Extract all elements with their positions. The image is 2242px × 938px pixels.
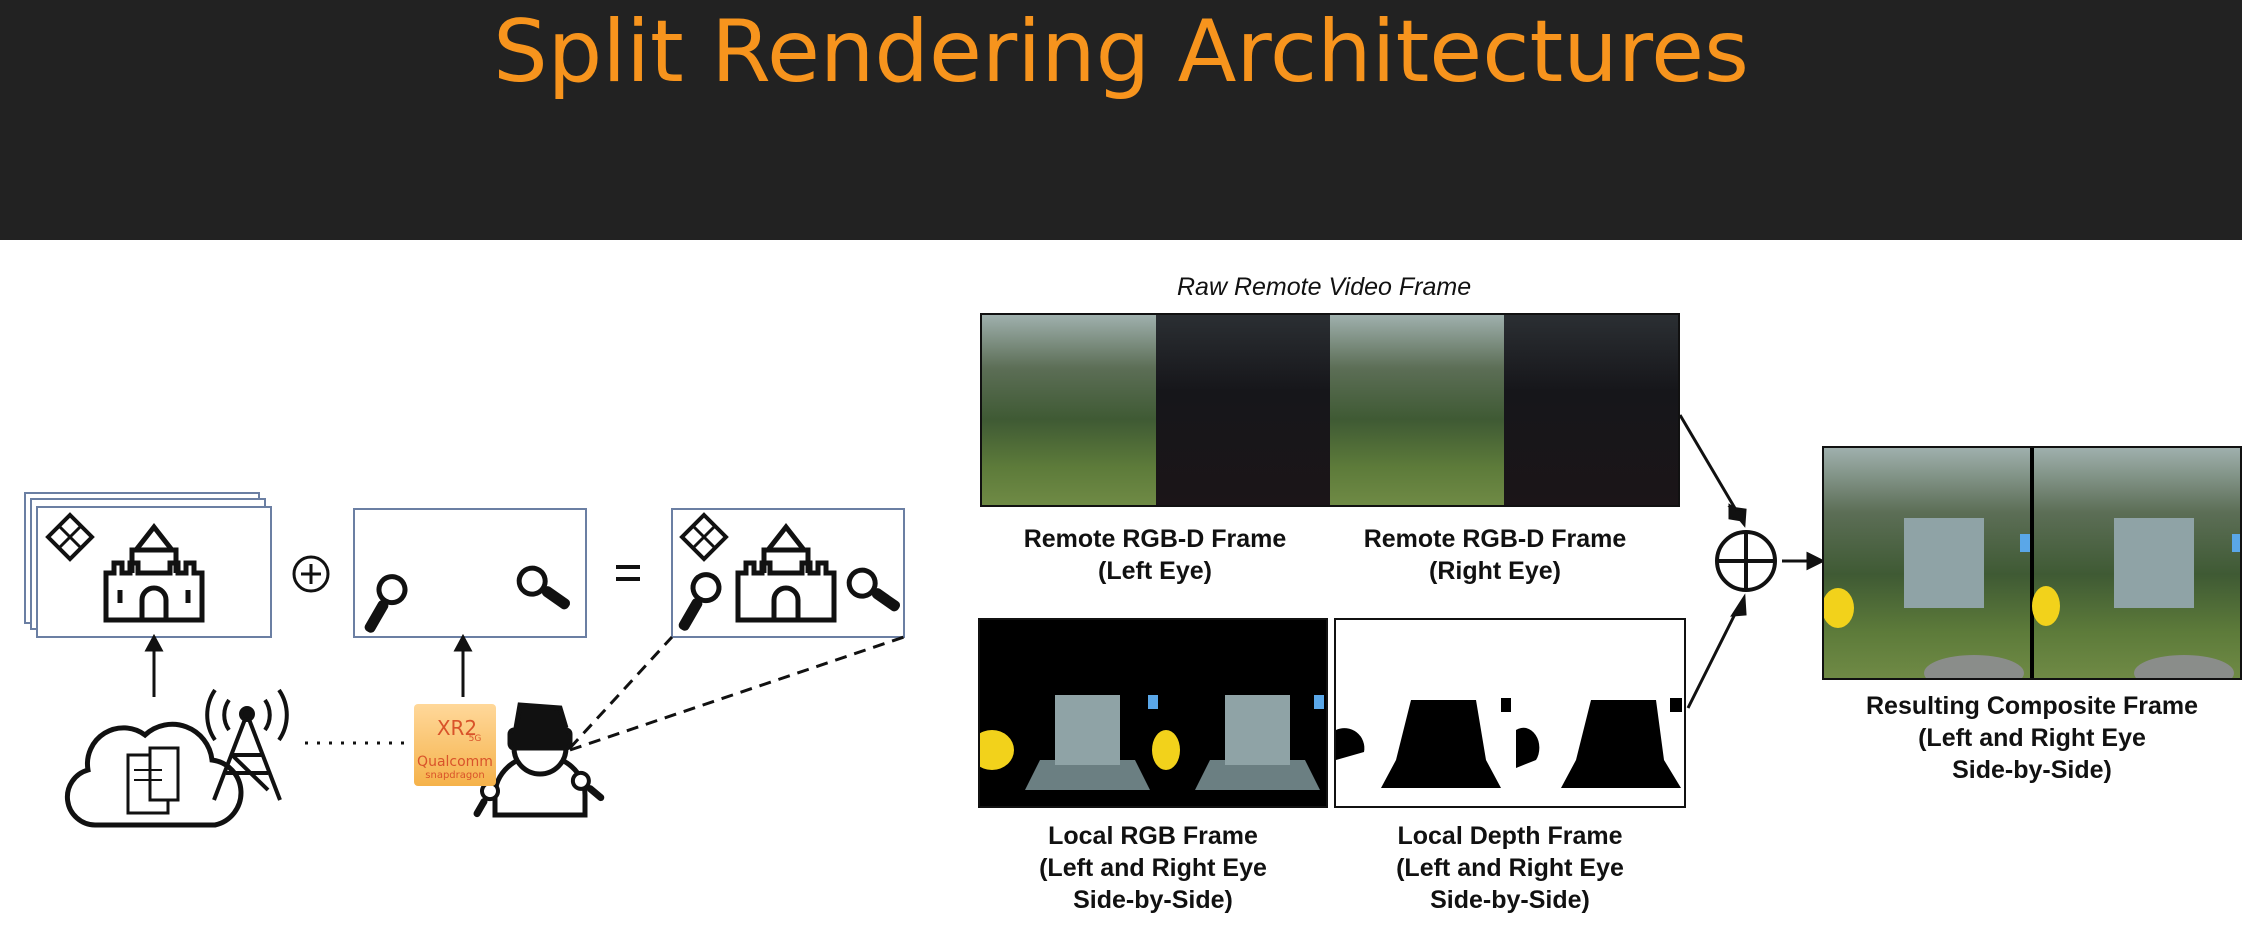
raw-remote-video-frame — [980, 313, 1680, 507]
castle-icon — [103, 522, 205, 623]
local-depth-frame — [1334, 618, 1686, 808]
slide-title: Split Rendering Architectures — [493, 2, 1749, 102]
depth-statue-right — [1561, 700, 1681, 788]
arrow-to-composite — [1782, 551, 1826, 571]
up-arrow-cloud — [144, 633, 164, 697]
cell-tower-icon — [205, 688, 289, 801]
composite-duck-left — [1824, 588, 1854, 628]
controller-icon-right — [516, 565, 571, 610]
depth-marker-right — [1670, 698, 1682, 712]
unity-diamond-icon — [45, 512, 95, 562]
composite-label: Resulting Composite Frame (Left and Righ… — [1866, 692, 2198, 784]
raw-frame-caption: Raw Remote Video Frame — [1177, 273, 1472, 301]
arrow-from-depth — [1686, 593, 1747, 709]
composite-marker-right — [2232, 534, 2240, 552]
cloud-server-icon — [64, 721, 244, 828]
local-rgb-frame — [978, 618, 1328, 808]
depth-marker-left — [1501, 698, 1511, 712]
composite-rock-left — [1924, 655, 2024, 678]
statue-right — [1225, 695, 1290, 765]
remote-right-eye-label: Remote RGB-D Frame (Right Eye) — [1363, 525, 1627, 585]
vr-user-controller-right — [570, 770, 605, 802]
controller-icon-combined-left — [678, 572, 722, 631]
unity-diamond-icon-combined — [679, 512, 729, 562]
controllers-frame — [353, 508, 587, 638]
statue-left — [1055, 695, 1120, 765]
arrow-from-remote — [1678, 414, 1747, 528]
composite-marker-left — [2020, 534, 2030, 552]
duck-right — [1152, 730, 1180, 770]
depth-statue-left — [1381, 700, 1501, 788]
combine-icon — [1715, 530, 1777, 592]
title-bar: Split Rendering Architectures — [0, 0, 2242, 240]
composite-frame — [1822, 446, 2242, 680]
statue-base-right — [1195, 760, 1320, 790]
composite-statue-left — [1904, 518, 1984, 608]
composite-rock-right — [2134, 655, 2234, 678]
local-depth-label: Local Depth Frame (Left and Right Eye Si… — [1396, 822, 1624, 914]
composite-statue-right — [2114, 518, 2194, 608]
chip-sub: 5G — [468, 734, 482, 744]
controller-icon-left — [364, 574, 408, 633]
remote-rgb-left — [982, 315, 1156, 505]
up-arrow-device — [453, 633, 473, 697]
chip-line: snapdragon — [425, 770, 485, 781]
depth-duck-left — [1336, 728, 1365, 760]
plus-operator-icon — [292, 555, 330, 593]
remote-rgb-right — [1330, 315, 1504, 505]
projection-dashed-line-upper — [568, 635, 674, 750]
marker-right — [1314, 695, 1324, 709]
castle-icon-combined — [735, 522, 837, 623]
depth-duck-right — [1516, 727, 1540, 768]
remote-depth-right — [1504, 315, 1678, 505]
remote-depth-left — [1156, 315, 1330, 505]
remote-left-eye-label: Remote RGB-D Frame (Left Eye) — [1023, 525, 1287, 585]
equals-operator-icon — [616, 565, 640, 581]
controller-icon-combined-right — [846, 567, 901, 612]
snapdragon-xr2-chip-icon: XR2 5G Qualcomm snapdragon — [414, 704, 496, 786]
statue-base-left — [1025, 760, 1150, 790]
duck-left — [980, 730, 1014, 770]
marker-left — [1148, 695, 1158, 709]
chip-model: XR2 — [436, 716, 478, 740]
local-rgb-label: Local RGB Frame (Left and Right Eye Side… — [1039, 822, 1267, 914]
chip-brand: Qualcomm — [417, 754, 493, 770]
composite-duck-right — [2032, 586, 2060, 626]
